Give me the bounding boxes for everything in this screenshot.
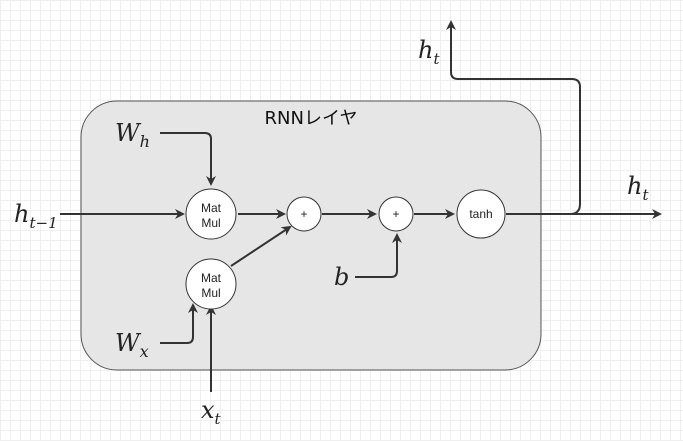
label-w-h: Wh — [115, 119, 150, 151]
node-matmul-x: Mat Mul — [185, 258, 237, 310]
edges — [60, 20, 662, 392]
node-matmul-x-line2: Mul — [201, 286, 220, 300]
node-add2: + — [378, 196, 414, 232]
label-x-t: xt — [201, 396, 222, 428]
edge-wx-to-matmul-x — [160, 303, 198, 344]
node-matmul-h: Mat Mul — [185, 188, 237, 240]
edge-wh-to-matmul-h — [160, 132, 216, 186]
edge-matmul-x-to-add1 — [230, 225, 292, 267]
edge-b-to-add2 — [355, 233, 402, 278]
rnn-layer-title: RNNレイヤ — [265, 108, 358, 129]
node-tanh: tanh — [456, 189, 506, 239]
node-add1-label: + — [300, 207, 307, 221]
node-add1: + — [286, 196, 322, 232]
label-w-x: Wx — [115, 329, 149, 361]
edge-branch-to-ht-up — [446, 20, 581, 215]
node-matmul-x-line1: Mat — [201, 271, 222, 285]
node-add2-label: + — [392, 207, 399, 221]
node-matmul-h-line1: Mat — [201, 201, 222, 215]
label-h-prev: ht−1 — [14, 200, 58, 232]
label-h-out-right: ht — [627, 172, 649, 204]
label-h-out-up: ht — [418, 36, 440, 68]
node-matmul-h-line2: Mul — [201, 216, 220, 230]
label-b: b — [334, 263, 349, 291]
node-tanh-label: tanh — [469, 207, 492, 221]
